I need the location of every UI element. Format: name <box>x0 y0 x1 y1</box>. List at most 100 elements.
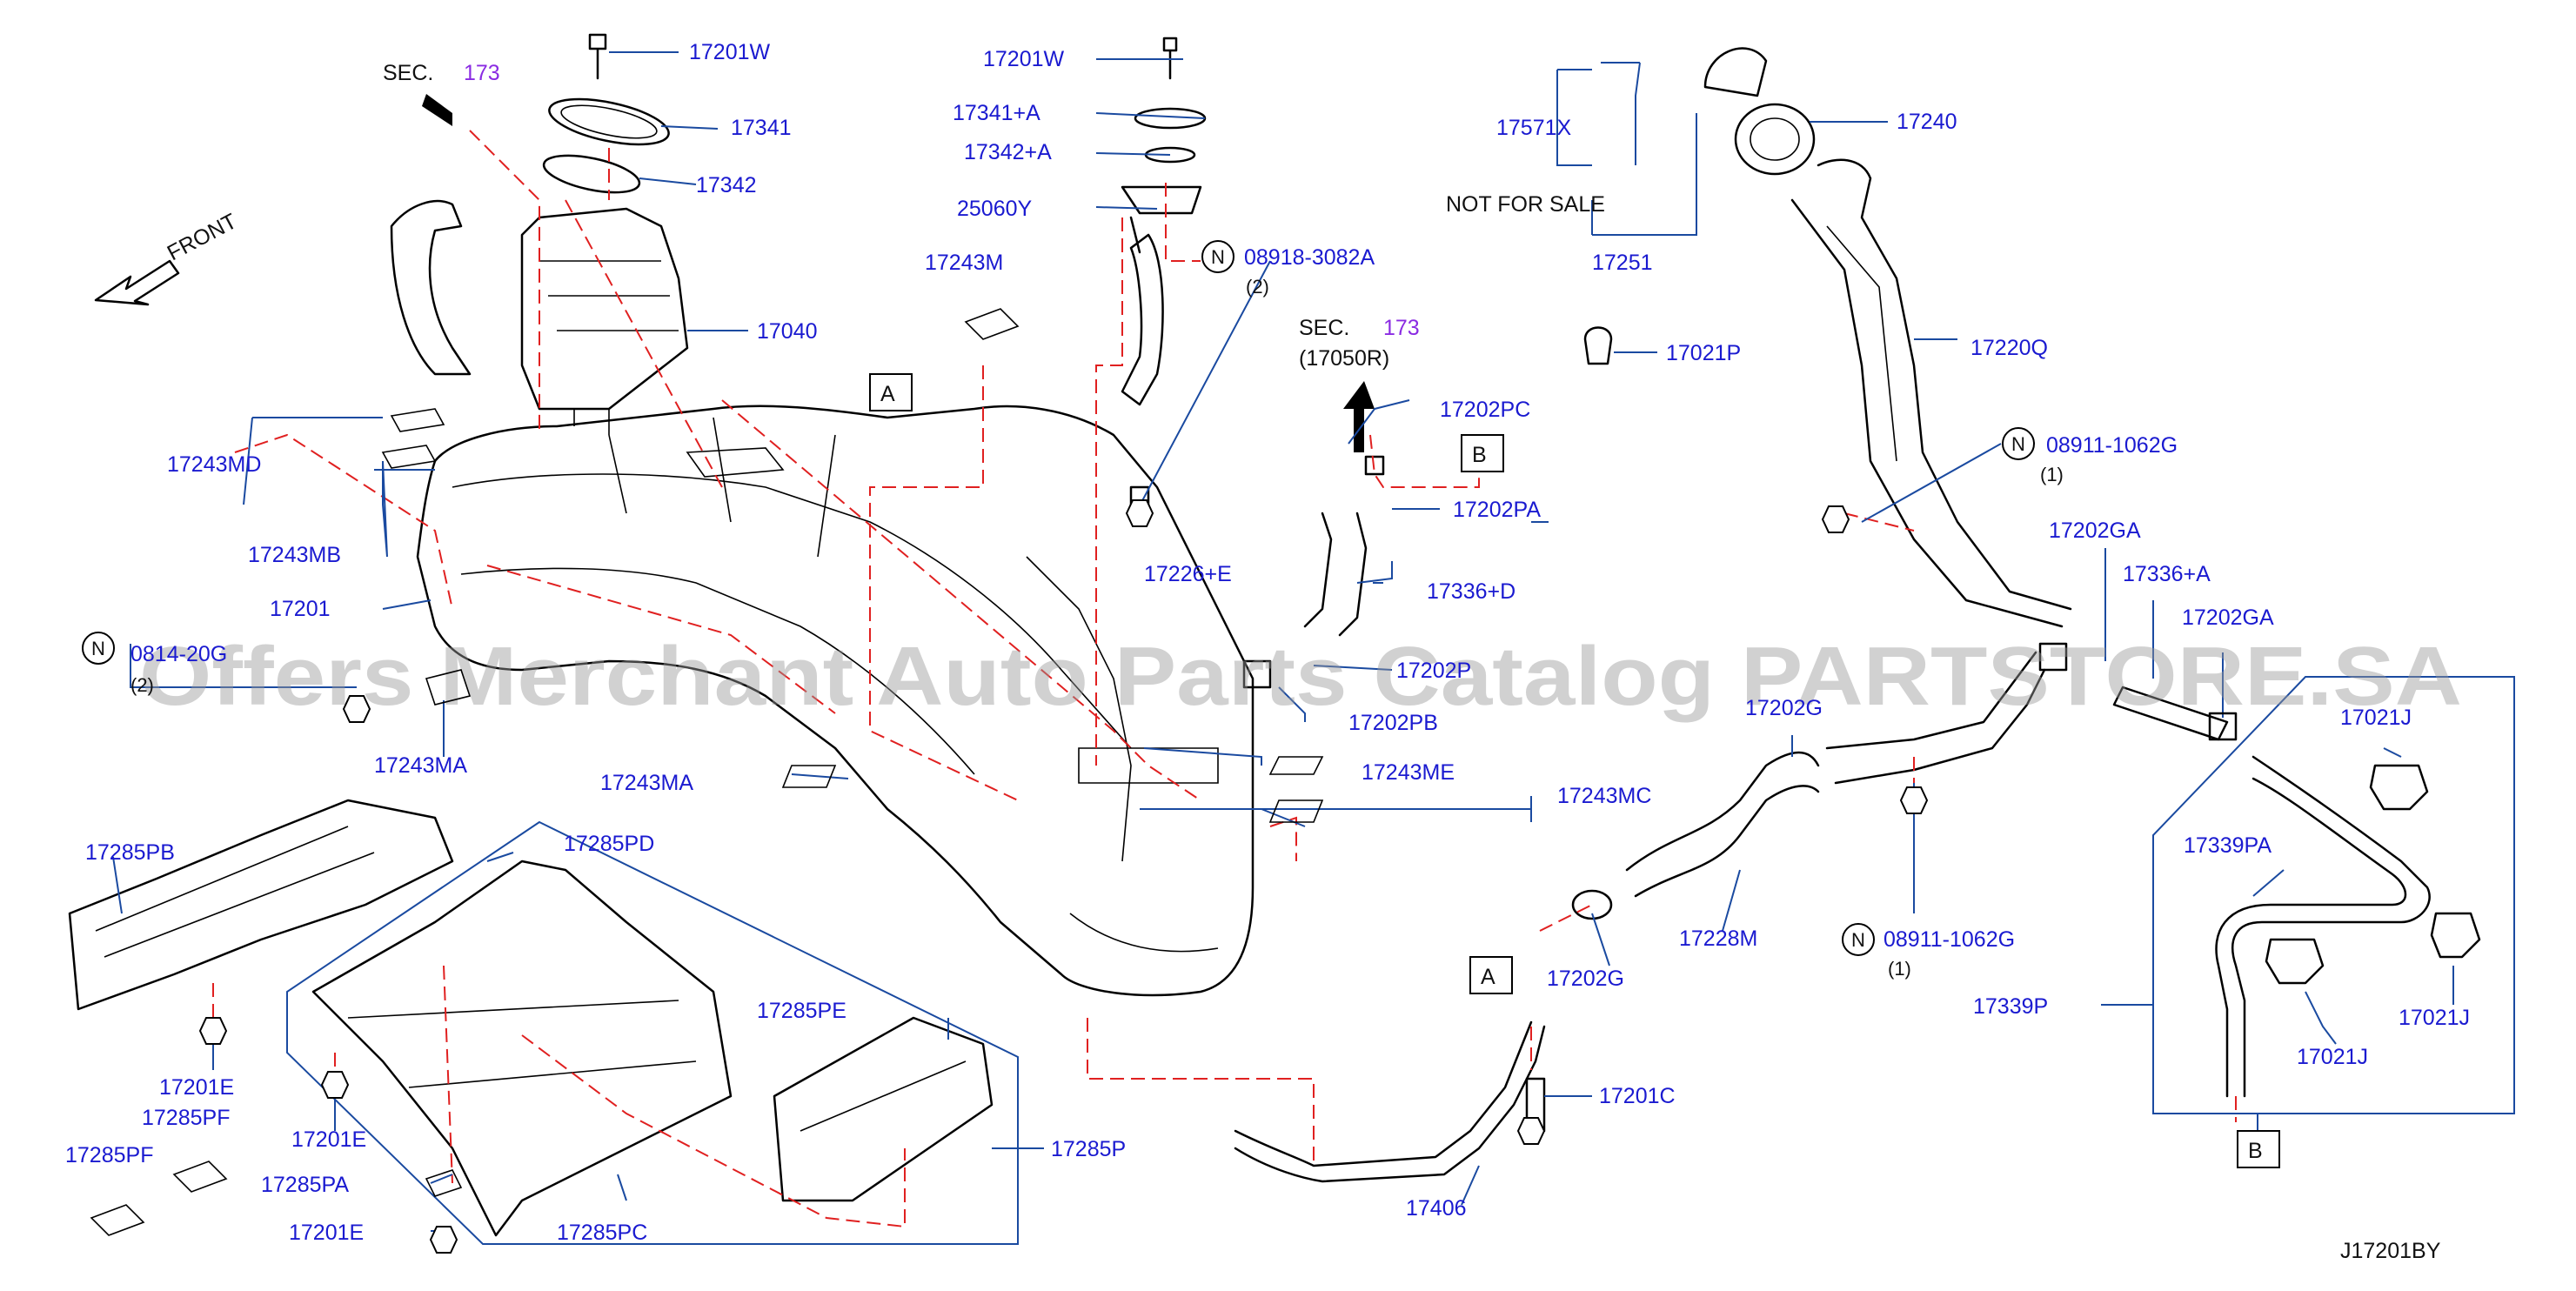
part-label-0814[interactable]: 0814-20G <box>130 642 227 666</box>
part-label-17202g[interactable]: 17202G <box>1745 696 1823 720</box>
part-label-17201e[interactable]: 17201E <box>289 1221 364 1245</box>
part-label-17202p[interactable]: 17202P <box>1396 659 1471 683</box>
sec-reference-right: SEC. 173 (17050R) <box>1299 316 1420 371</box>
part-label-17285p[interactable]: 17285P <box>1051 1137 1126 1161</box>
part-label-17336a[interactable]: 17336+A <box>2123 562 2211 586</box>
callout-a-bottom: A <box>1469 956 1513 994</box>
hex-nut-icon <box>1821 505 1850 533</box>
part-label-17201[interactable]: 17201 <box>270 597 331 621</box>
callout-a-label: A <box>1481 965 1495 989</box>
part-label-17243mc[interactable]: 17243MC <box>1557 784 1651 808</box>
part-labels: 17201W 17341 17342 17040 17201W 17341+A … <box>65 40 2470 1245</box>
callout-b-bottom: B <box>2237 1130 2280 1168</box>
part-label-17202ga[interactable]: 17202GA <box>2182 605 2274 630</box>
not-for-sale-label: NOT FOR SALE <box>1446 192 1605 217</box>
sec-reference-left: SEC. 173 <box>383 61 500 85</box>
part-label-08918-3082a[interactable]: 08918-3082A <box>1244 245 1375 270</box>
fasteners <box>198 499 2238 1254</box>
callout-a-top: A <box>869 373 913 411</box>
fuel-tank-drawing <box>68 33 2481 1237</box>
hex-nut-icon <box>1899 786 1929 814</box>
part-label-17285pa[interactable]: 17285PA <box>261 1173 349 1197</box>
hex-nut-icon <box>1125 499 1154 527</box>
part-label-17342a[interactable]: 17342+A <box>964 140 1052 164</box>
sec-prefix: SEC. <box>1299 316 1349 340</box>
part-label-17285pb[interactable]: 17285PB <box>85 840 175 865</box>
clamp-icon <box>2038 642 2068 672</box>
callout-b-top: B <box>1461 434 1504 472</box>
part-label-17285pe[interactable]: 17285PE <box>757 999 846 1023</box>
part-label-17406[interactable]: 17406 <box>1406 1196 1467 1221</box>
nut-note-08911-top: N <box>2002 427 2035 460</box>
insulator-pads <box>90 308 1324 1236</box>
nut-symbol: N <box>1851 929 1865 951</box>
part-label-17243ma[interactable]: 17243MA <box>600 771 693 795</box>
part-label-17342[interactable]: 17342 <box>696 173 757 197</box>
part-label-17285pf[interactable]: 17285PF <box>65 1143 153 1167</box>
part-label-17243m[interactable]: 17243M <box>925 251 1003 275</box>
nut-symbol: N <box>91 638 105 659</box>
hex-nut-icon <box>429 1226 458 1254</box>
part-label-17243mb[interactable]: 17243MB <box>248 543 341 567</box>
callout-b-label: B <box>1472 443 1487 467</box>
hex-nut-icon <box>320 1071 350 1099</box>
part-label-17285pd[interactable]: 17285PD <box>564 832 654 856</box>
sec-sub-number: (17050R) <box>1299 346 1389 371</box>
nut-symbol: N <box>1211 246 1225 268</box>
part-label-17251[interactable]: 17251 <box>1592 251 1653 275</box>
part-label-17339p[interactable]: 17339P <box>1973 994 2048 1019</box>
hex-nut-icon <box>342 695 371 723</box>
part-label-17202pa[interactable]: 17202PA <box>1453 498 1541 522</box>
part-label-17021j[interactable]: 17021J <box>2297 1045 2368 1069</box>
part-label-17243ma[interactable]: 17243MA <box>374 753 467 778</box>
callout-b-label: B <box>2248 1139 2263 1163</box>
part-label-17202pc[interactable]: 17202PC <box>1440 398 1530 422</box>
part-label-17243me[interactable]: 17243ME <box>1362 760 1455 785</box>
part-label-17285pc[interactable]: 17285PC <box>557 1221 647 1245</box>
part-label-17571x[interactable]: 17571X <box>1496 116 1572 140</box>
hex-nut-icon <box>198 1017 228 1045</box>
part-label-17021j[interactable]: 17021J <box>2399 1006 2470 1030</box>
part-label-17201w[interactable]: 17201W <box>689 40 771 64</box>
part-label-17228m[interactable]: 17228M <box>1679 926 1757 951</box>
part-label-17021p[interactable]: 17021P <box>1666 341 1741 365</box>
part-label-17201c[interactable]: 17201C <box>1599 1084 1676 1108</box>
part-label-17202pb[interactable]: 17202PB <box>1348 711 1438 735</box>
part-label-17285pf[interactable]: 17285PF <box>142 1106 230 1130</box>
part-label-17021j[interactable]: 17021J <box>2340 706 2412 730</box>
part-label-17040[interactable]: 17040 <box>757 319 818 344</box>
nut-symbol: N <box>2011 433 2025 455</box>
part-label-17202g[interactable]: 17202G <box>1547 967 1624 991</box>
part-label-17243md[interactable]: 17243MD <box>167 452 261 477</box>
nut-note-0814: N <box>82 632 115 665</box>
part-label-17201e[interactable]: 17201E <box>291 1127 366 1152</box>
part-label-17341[interactable]: 17341 <box>731 116 792 140</box>
part-qty-0814: (2) <box>130 674 154 696</box>
part-label-08911-1062g[interactable]: 08911-1062G <box>2046 433 2178 458</box>
part-label-17226e[interactable]: 17226+E <box>1144 562 1232 586</box>
part-qty-08918: (2) <box>1246 276 1269 298</box>
part-label-17240[interactable]: 17240 <box>1897 110 1957 134</box>
callout-a-label: A <box>880 382 895 406</box>
part-label-08911-1062g[interactable]: 08911-1062G <box>1883 927 2015 952</box>
nut-note-08911-bottom: N <box>1842 923 1875 956</box>
diagram-id: J17201BY <box>2340 1239 2441 1263</box>
sec-number: 173 <box>464 61 500 85</box>
part-label-17339pa[interactable]: 17339PA <box>2184 833 2272 858</box>
part-label-17201e[interactable]: 17201E <box>159 1075 234 1100</box>
clamp-icon <box>1242 659 1272 689</box>
part-label-17341a[interactable]: 17341+A <box>953 101 1040 125</box>
part-label-17336d[interactable]: 17336+D <box>1427 579 1515 604</box>
sec-prefix: SEC. <box>383 61 433 85</box>
part-label-17202ga[interactable]: 17202GA <box>2049 518 2141 543</box>
part-qty-08911: (1) <box>2040 464 2064 485</box>
clamp-icon <box>2208 712 2238 741</box>
part-label-25060y[interactable]: 25060Y <box>957 197 1033 221</box>
part-label-17220q[interactable]: 17220Q <box>1970 336 2048 360</box>
part-qty-08911: (1) <box>1888 958 1911 980</box>
sec-number: 173 <box>1383 316 1420 340</box>
hex-nut-icon <box>1516 1117 1546 1145</box>
assembly-dashed-lines <box>212 130 2237 1228</box>
part-label-17201w[interactable]: 17201W <box>983 47 1065 71</box>
